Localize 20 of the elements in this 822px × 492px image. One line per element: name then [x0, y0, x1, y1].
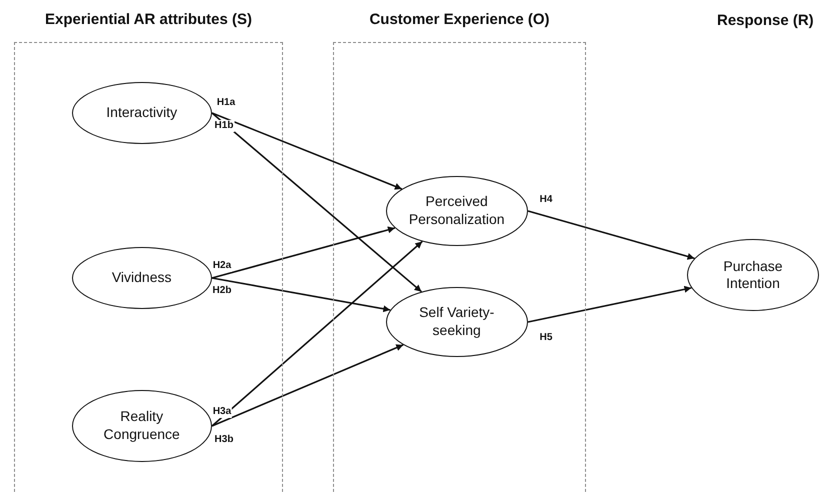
construct-ellipse: Interactivity — [72, 82, 212, 144]
column-heading: Response (R) — [717, 12, 814, 29]
group-heading: Experiential AR attributes (S) — [45, 11, 252, 28]
construct-ellipse: Perceived Personalization — [386, 176, 528, 246]
arrow — [212, 112, 402, 190]
arrow — [211, 112, 422, 292]
edge-label: H2a — [212, 260, 232, 272]
construct-ellipse: Reality Congruence — [72, 390, 212, 462]
edge-label: H3a — [212, 406, 232, 418]
arrow — [212, 226, 396, 279]
arrow — [528, 210, 695, 260]
arrow — [211, 240, 423, 427]
arrow — [528, 286, 692, 323]
construct-ellipse: Purchase Intention — [687, 239, 819, 311]
construct-ellipse: Self Variety-seeking — [386, 286, 528, 357]
arrow — [212, 344, 404, 427]
edge-label: H1b — [214, 120, 234, 132]
group-heading: Customer Experience (O) — [369, 11, 550, 28]
construct-ellipse: Vividness — [72, 246, 212, 309]
arrow — [212, 277, 390, 312]
